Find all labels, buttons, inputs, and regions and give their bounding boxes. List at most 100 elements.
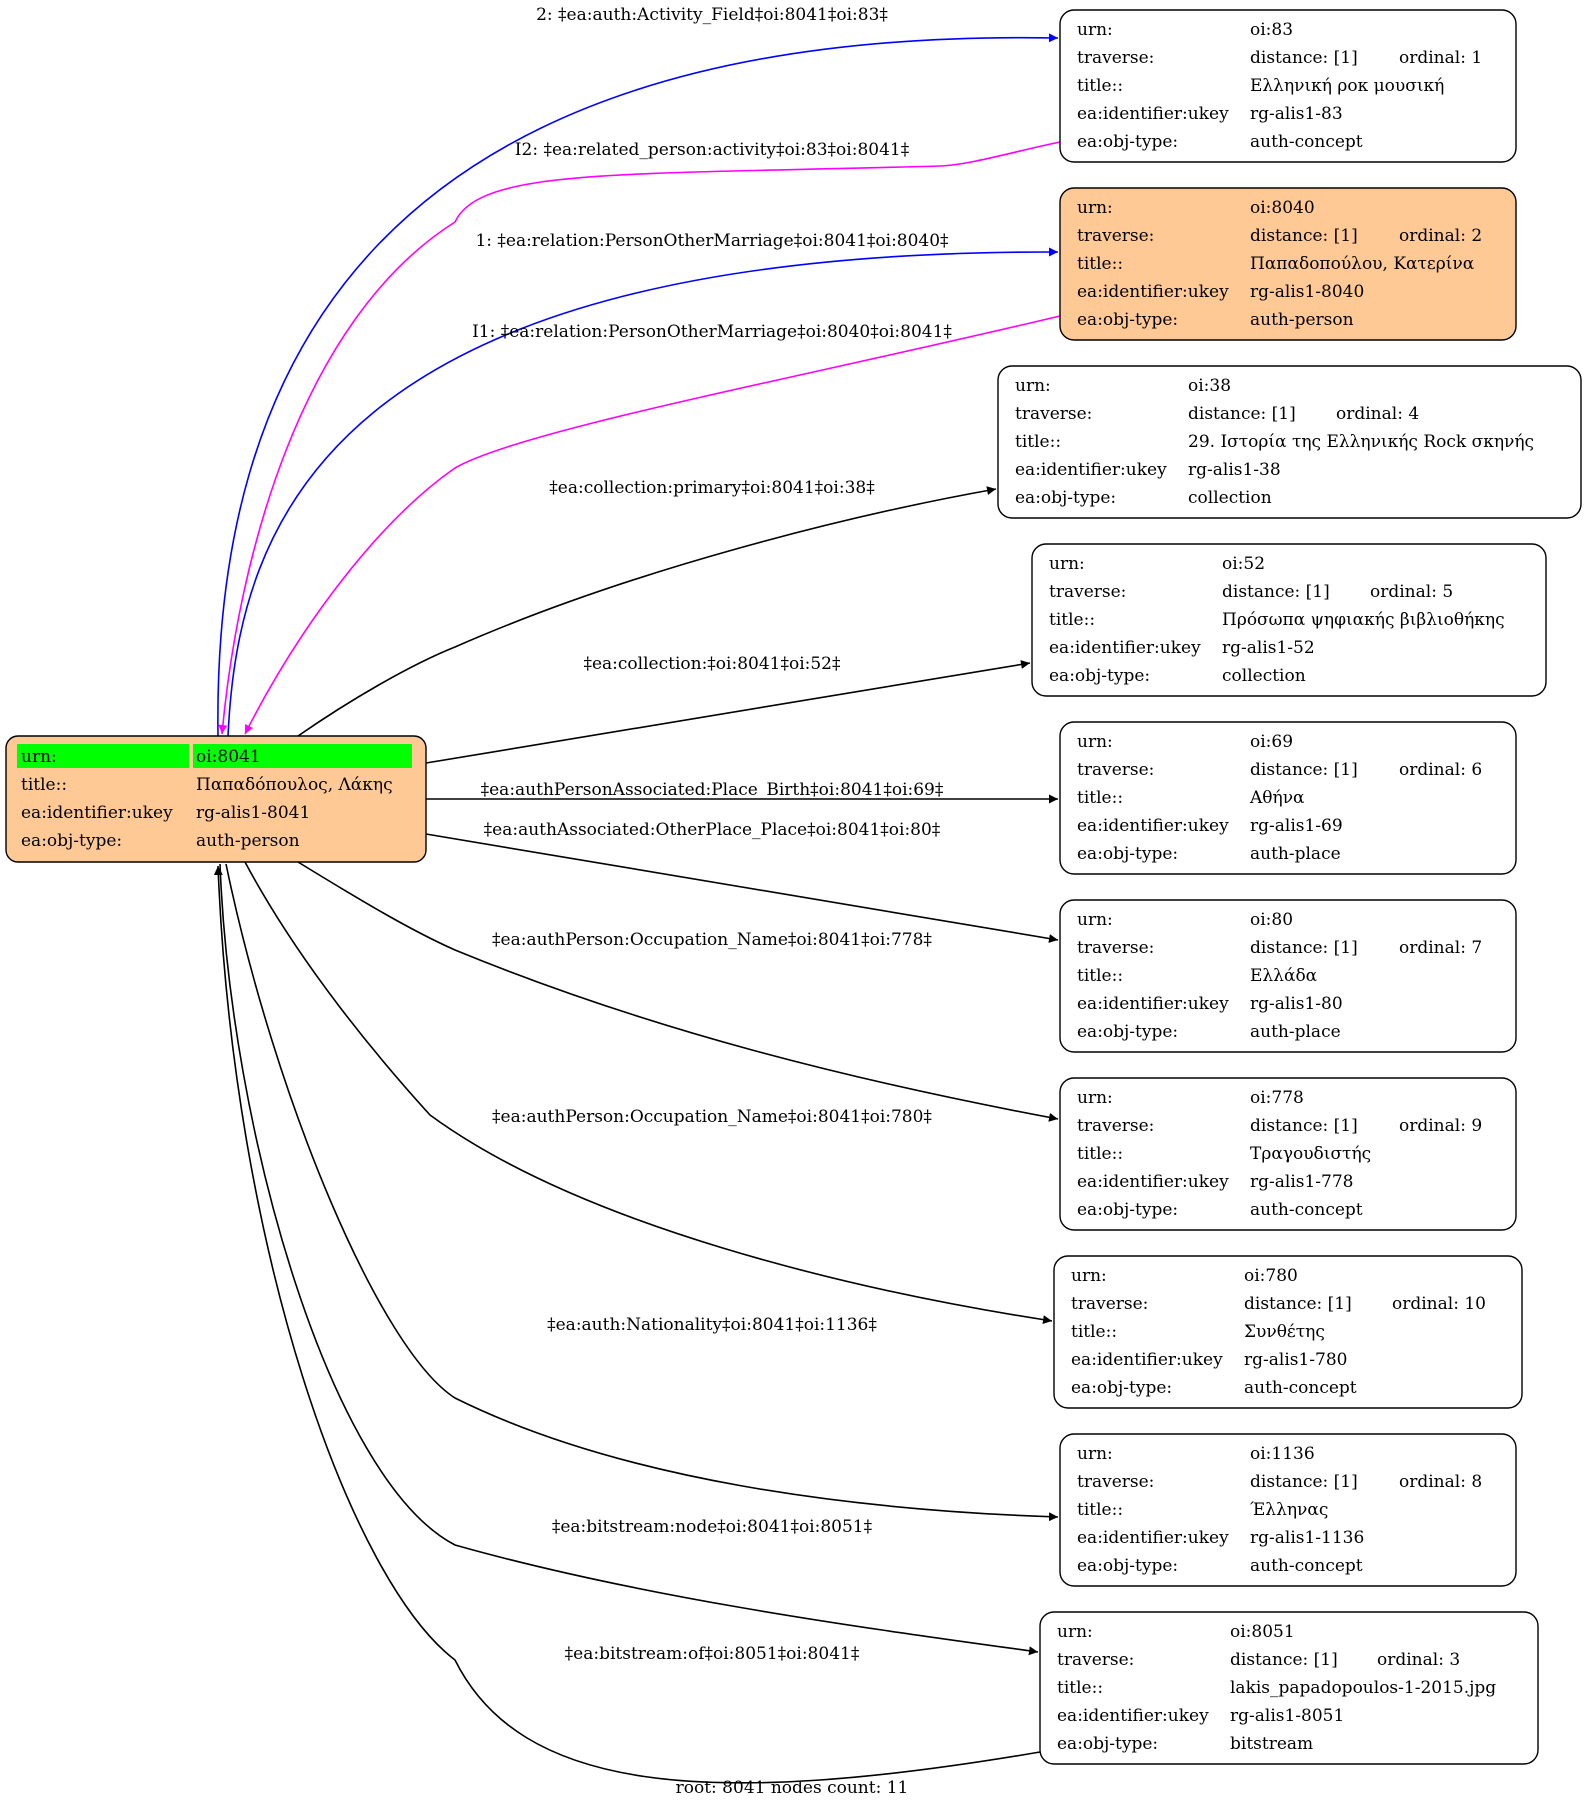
edge-label: ‡ea:authPerson:Occupation_Name‡oi:8041‡o… [492,930,932,950]
edge-line [244,861,1053,1325]
root-urn-label: urn: [21,747,57,767]
edge-line [227,247,1059,737]
node-identifier-value: rg-alis1-80 [1250,994,1343,1014]
node-ordinal-value: ordinal: 3 [1377,1650,1460,1670]
node-urn-value: oi:778 [1250,1088,1304,1108]
node-traverse-label: traverse: [1049,582,1126,602]
node-identifier-value: rg-alis1-1136 [1250,1528,1364,1548]
edge-e-occupation-780: ‡ea:authPerson:Occupation_Name‡oi:8041‡o… [244,861,1053,1325]
edge-e-other-place: ‡ea:authAssociated:OtherPlace_Place‡oi:8… [425,820,1059,943]
node-box [1053,1255,1523,1409]
node-title-value: Συνθέτης [1244,1322,1325,1342]
node-distance-value: distance: [1] [1222,582,1330,602]
node-distance-value: distance: [1] [1250,48,1358,68]
node-box [1059,9,1517,163]
node-traverse-label: traverse: [1057,1650,1134,1670]
edge-label: ‡ea:auth:Nationality‡oi:8041‡oi:1136‡ [547,1315,877,1335]
node-urn-label: urn: [1057,1622,1093,1642]
node-urn-label: urn: [1015,376,1051,396]
node-title-label: title:: [1015,432,1061,452]
node-identifier-label: ea:identifier:ukey [1077,1528,1229,1548]
root-urn-label-highlight [17,744,189,768]
node-identifier-label: ea:identifier:ukey [1077,1172,1229,1192]
node-box [1059,899,1517,1053]
node-urn-value: oi:69 [1250,732,1293,752]
node-title-value: Αθήνα [1249,788,1305,808]
node-ordinal-value: ordinal: 6 [1399,760,1482,780]
node-distance-value: distance: [1] [1250,1116,1358,1136]
edge-line [297,861,1059,1122]
node-traverse-label: traverse: [1015,404,1092,424]
node-objtype-value: auth-concept [1250,1556,1363,1576]
root-identifier-label: ea:identifier:ukey [21,803,173,823]
edge-label: I2: ‡ea:related_person:activity‡oi:83‡oi… [515,140,910,160]
node-urn-value: oi:83 [1250,20,1293,40]
node-title-value: 29. Ιστορία της Ελληνικής Rock σκηνής [1188,432,1534,452]
node-urn-label: urn: [1077,1088,1113,1108]
node-distance-value: distance: [1] [1250,1472,1358,1492]
node-identifier-label: ea:identifier:ukey [1071,1350,1223,1370]
node-title-value: Ελλάδα [1250,966,1318,986]
edge-e-bitstream-of: ‡ea:bitstream:of‡oi:8051‡oi:8041‡ [213,865,1041,1784]
node-box [1031,543,1547,697]
edge-label: ‡ea:collection:primary‡oi:8041‡oi:38‡ [549,478,875,498]
edge-label: ‡ea:collection:‡oi:8041‡oi:52‡ [583,654,841,674]
node-title-label: title:: [1077,966,1123,986]
root-objtype-value: auth-person [196,831,300,851]
edge-line [297,486,997,737]
edge-label: I1: ‡ea:relation:PersonOtherMarriage‡oi:… [472,322,952,342]
edge-label: ‡ea:bitstream:node‡oi:8041‡oi:8051‡ [552,1517,873,1537]
node-objtype-label: ea:obj-type: [1077,1200,1178,1220]
edge-line [425,833,1059,943]
node-ordinal-value: ordinal: 8 [1399,1472,1482,1492]
node-identifier-value: rg-alis1-69 [1250,816,1343,836]
root-urn-value-highlight [193,744,412,768]
node-title-value: Παπαδοπούλου, Κατερίνα [1250,254,1475,274]
node-ordinal-value: ordinal: 1 [1399,48,1482,68]
node-identifier-label: ea:identifier:ukey [1057,1706,1209,1726]
node-urn-value: oi:780 [1244,1266,1298,1286]
node-title-label: title:: [1077,1500,1123,1520]
node-objtype-value: auth-concept [1250,1200,1363,1220]
node-distance-value: distance: [1] [1230,1650,1338,1670]
graph-footer: root: 8041 nodes count: 11 [676,1778,909,1798]
node-box [1059,187,1517,341]
node-distance-value: distance: [1] [1188,404,1296,424]
node-ordinal-value: ordinal: 7 [1399,938,1482,958]
node-title-value: Έλληνας [1250,1500,1328,1520]
node-identifier-label: ea:identifier:ukey [1015,460,1167,480]
edge-line [225,863,1059,1522]
edge-e-marriage-inv: I1: ‡ea:relation:PersonOtherMarriage‡oi:… [244,315,1061,735]
edge-line [218,141,1061,735]
root-title-label: title:: [21,775,67,795]
node-identifier-label: ea:identifier:ukey [1077,104,1229,124]
node-objtype-label: ea:obj-type: [1049,666,1150,686]
node-box [997,365,1582,519]
node-urn-label: urn: [1077,198,1113,218]
edge-e-occupation-778: ‡ea:authPerson:Occupation_Name‡oi:8041‡o… [297,861,1059,1122]
node-ordinal-value: ordinal: 5 [1370,582,1453,602]
node-box [1059,1433,1517,1587]
root-title-value: Παπαδόπουλος, Λάκης [196,775,393,795]
edge-e-marriage: 1: ‡ea:relation:PersonOtherMarriage‡oi:8… [227,231,1059,737]
edge-e-collection-primary: ‡ea:collection:primary‡oi:8041‡oi:38‡ [297,478,997,737]
node-objtype-label: ea:obj-type: [1077,132,1178,152]
edge-e-related-person: I2: ‡ea:related_person:activity‡oi:83‡oi… [218,140,1061,735]
node-title-label: title:: [1049,610,1095,630]
node-distance-value: distance: [1] [1250,226,1358,246]
node-traverse-label: traverse: [1077,1472,1154,1492]
edge-label: 1: ‡ea:relation:PersonOtherMarriage‡oi:8… [475,231,949,251]
